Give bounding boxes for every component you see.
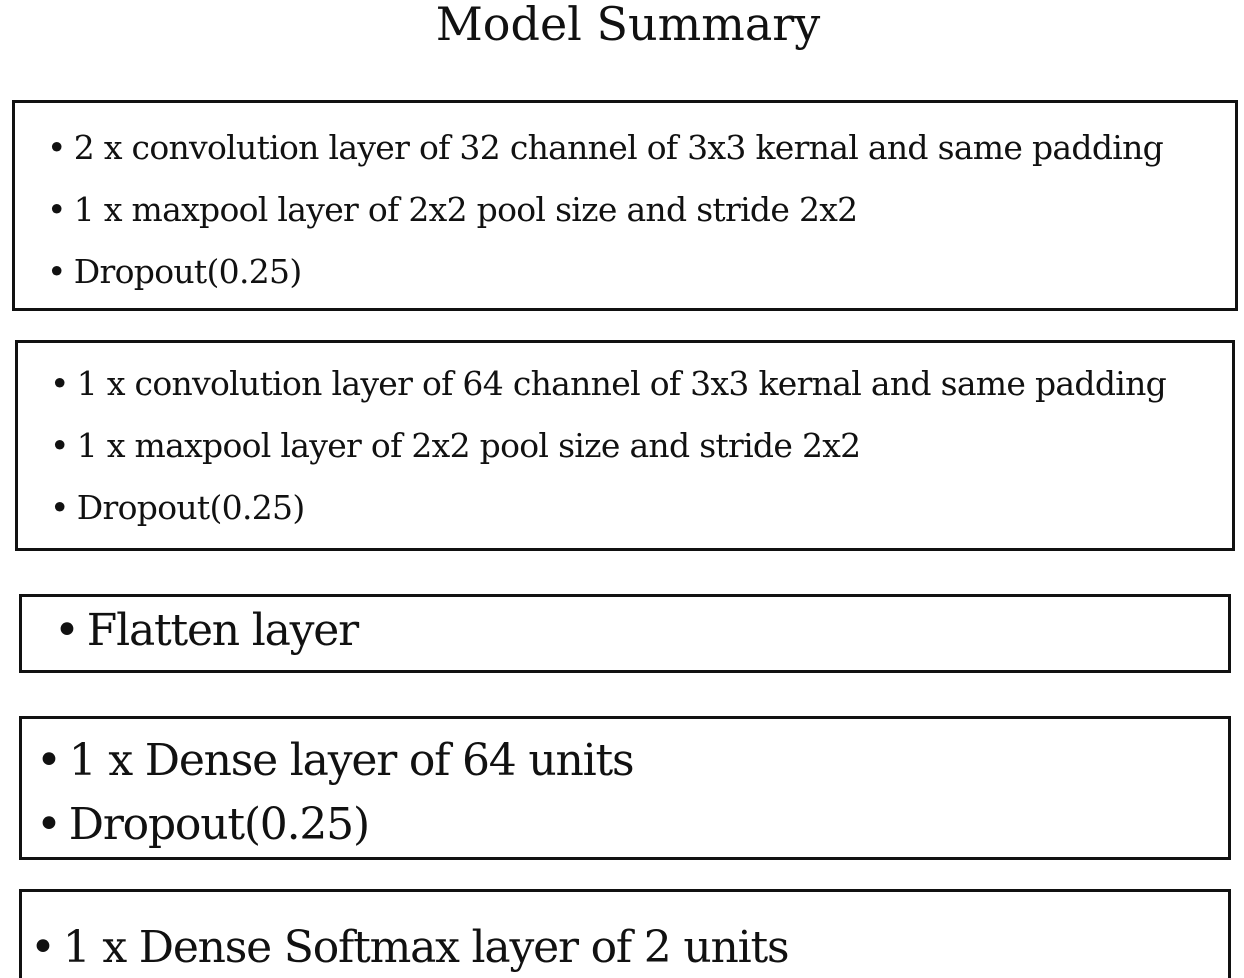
bullet-icon: • [36,799,62,850]
block-item-text: 1 x Dense layer of 64 units [68,735,635,786]
block-item: •Dropout(0.25) [47,255,302,288]
bullet-icon: • [54,605,80,656]
block-item-text: 1 x maxpool layer of 2x2 pool size and s… [73,190,858,229]
softmax-block: •1 x Dense Softmax layer of 2 units [19,889,1231,978]
block-item-text: Dropout(0.25) [76,488,305,527]
block-item-text: Dropout(0.25) [68,799,370,850]
block-item: •Dropout(0.25) [50,491,305,524]
block-item-text: 2 x convolution layer of 32 channel of 3… [73,128,1164,167]
block-item-text: Dropout(0.25) [73,252,302,291]
block-item-text: Flatten layer [86,605,359,656]
dense-block: •1 x Dense layer of 64 units •Dropout(0.… [19,716,1231,860]
block-item: •1 x Dense Softmax layer of 2 units [30,922,790,973]
conv-block-2: •1 x convolution layer of 64 channel of … [15,340,1235,551]
block-item: •1 x Dense layer of 64 units [36,735,635,786]
block-item-text: 1 x convolution layer of 64 channel of 3… [76,364,1167,403]
block-item: •1 x convolution layer of 64 channel of … [50,364,1167,403]
block-item-text: 1 x maxpool layer of 2x2 pool size and s… [76,426,861,465]
bullet-icon: • [30,922,56,973]
block-item: •Dropout(0.25) [36,799,370,850]
flatten-block: •Flatten layer [19,594,1231,673]
diagram-title: Model Summary [435,0,821,51]
bullet-icon: • [47,190,66,229]
block-item: •2 x convolution layer of 32 channel of … [47,128,1164,167]
bullet-icon: • [50,364,69,403]
bullet-icon: • [50,426,69,465]
bullet-icon: • [50,488,69,527]
block-item: •Flatten layer [54,605,359,656]
block-item-text: 1 x Dense Softmax layer of 2 units [62,922,790,973]
block-item: •1 x maxpool layer of 2x2 pool size and … [50,426,861,465]
conv-block-1: •2 x convolution layer of 32 channel of … [12,100,1238,311]
bullet-icon: • [36,735,62,786]
bullet-icon: • [47,252,66,291]
block-item: •1 x maxpool layer of 2x2 pool size and … [47,190,858,229]
bullet-icon: • [47,128,66,167]
